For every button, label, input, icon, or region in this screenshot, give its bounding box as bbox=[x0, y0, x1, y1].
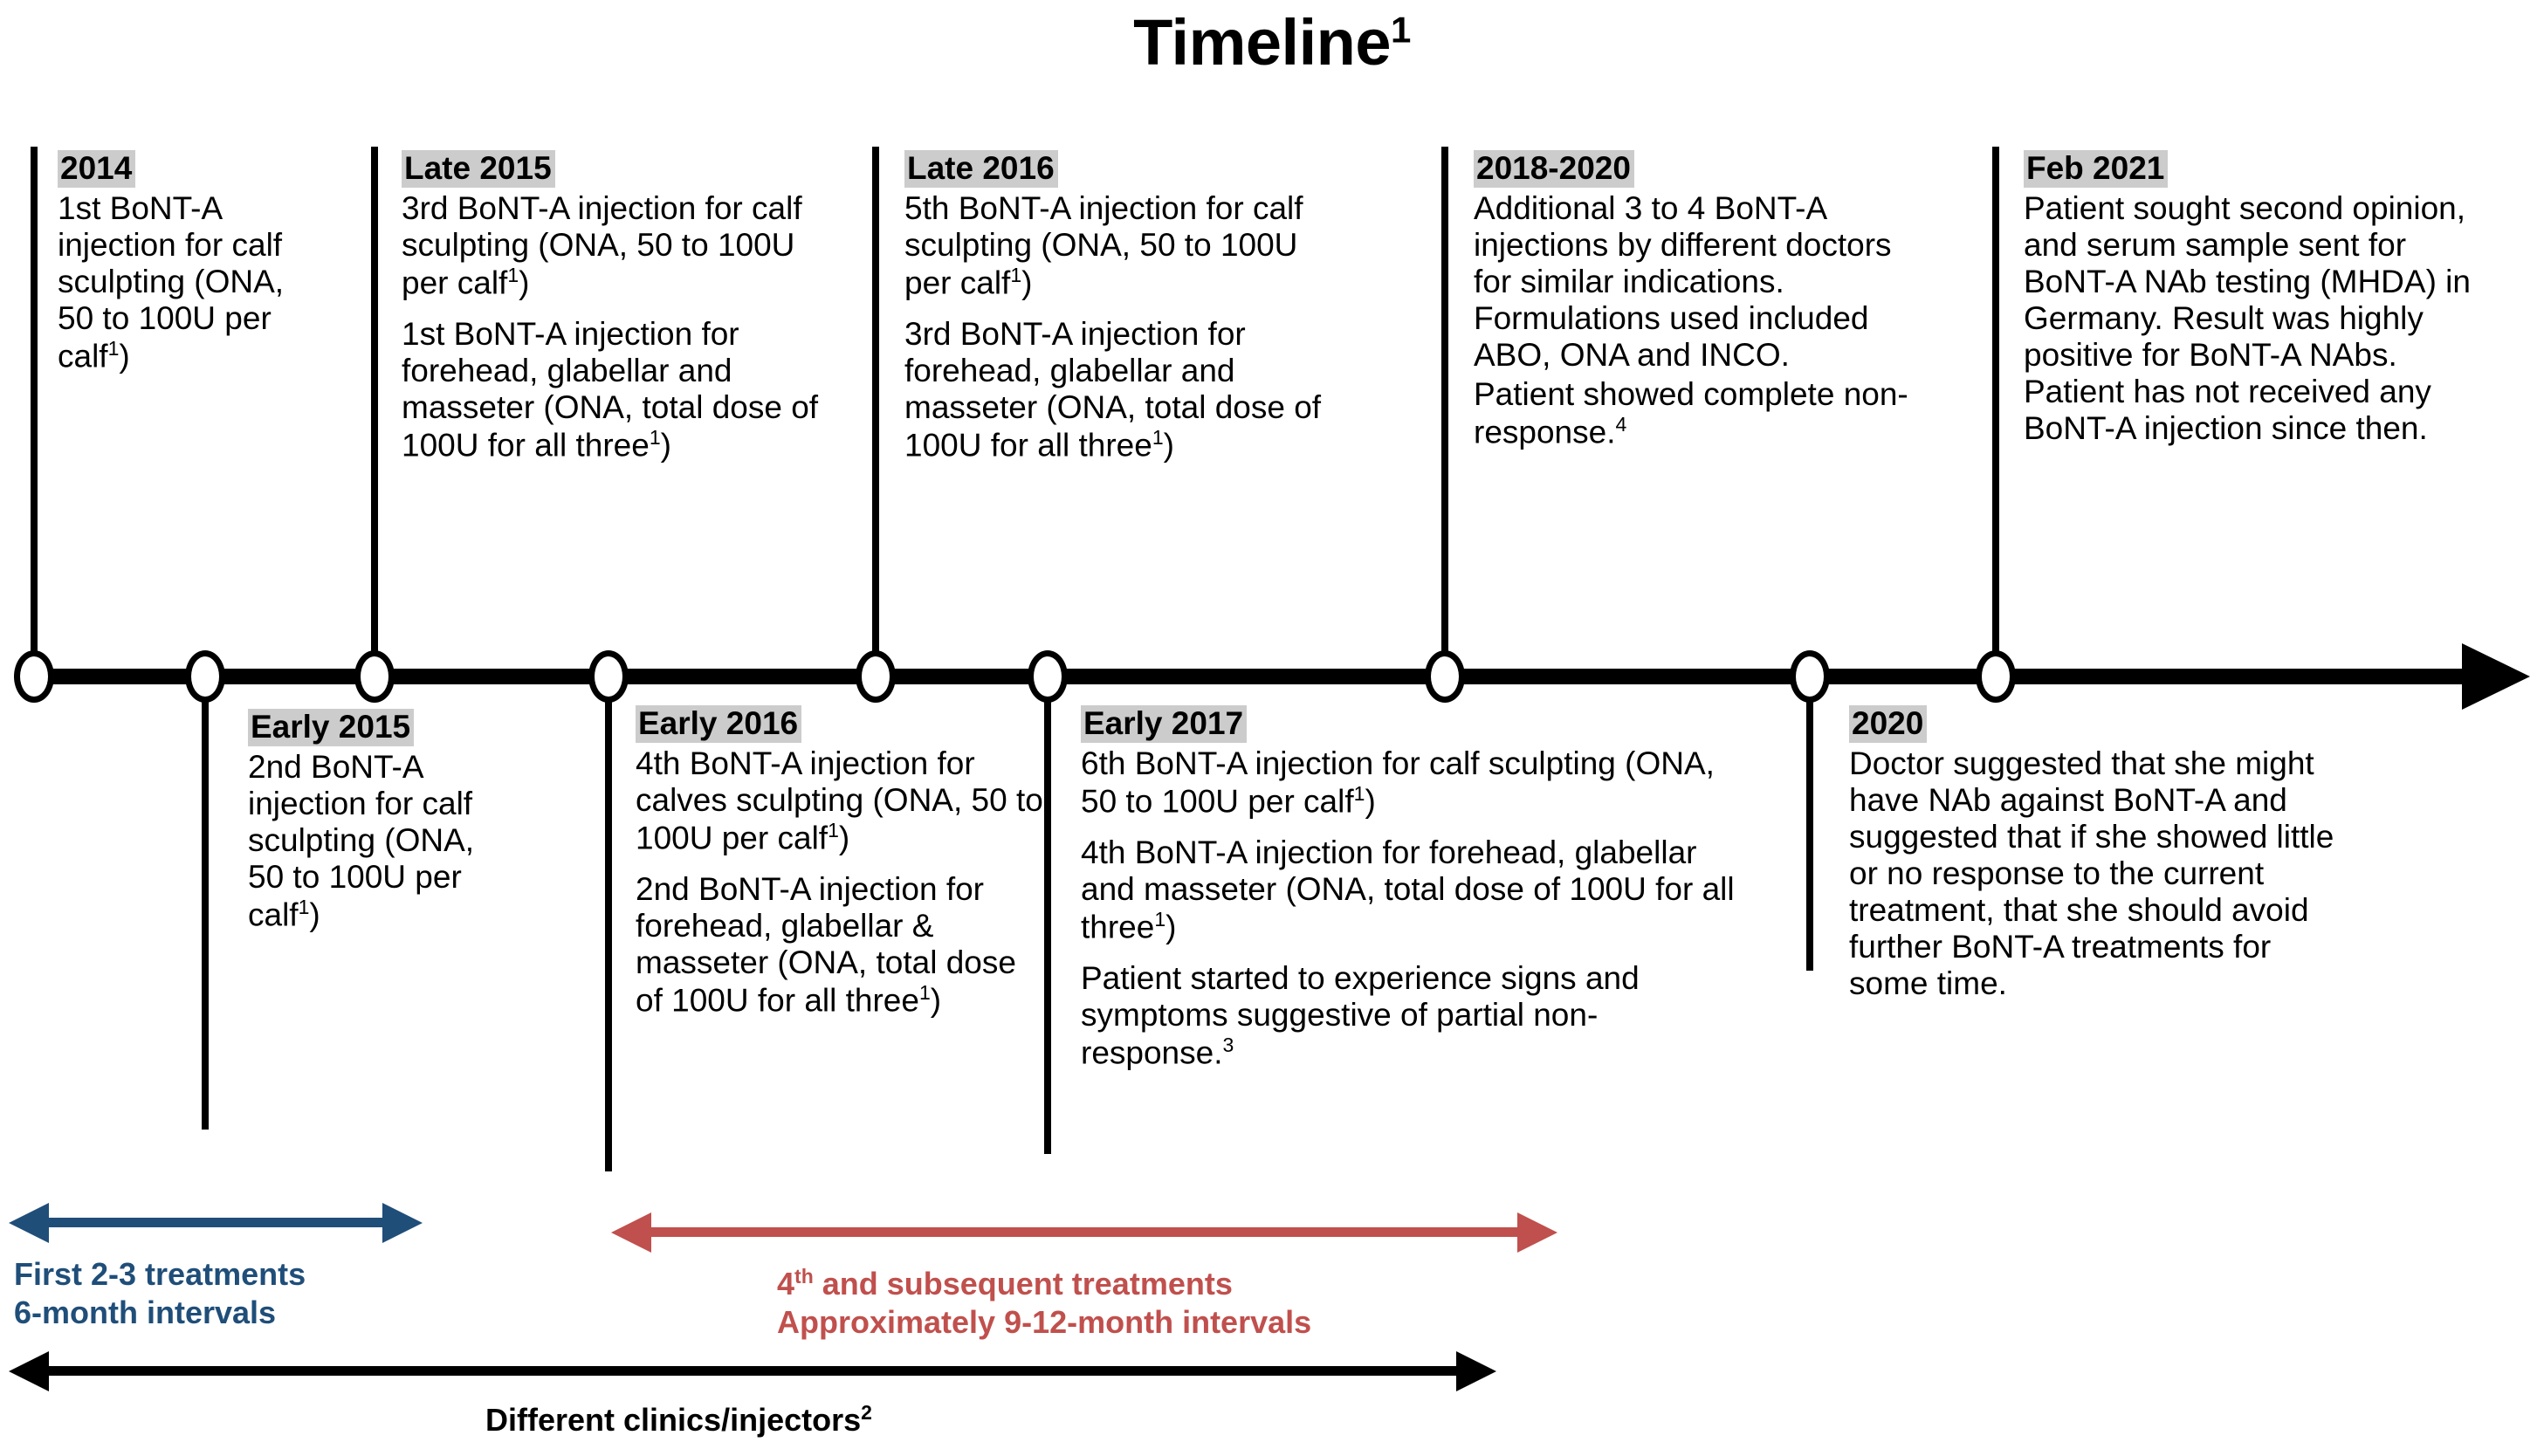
bracket-blue-label-line2: 6-month intervals bbox=[14, 1295, 277, 1331]
event-feb-2021: Feb 2021 Patient sought second opinion, … bbox=[2024, 150, 2495, 447]
event-body-text: Patient started to experience signs and … bbox=[1081, 960, 1640, 1071]
event-2014: 2014 1st BoNT-A injection for calf sculp… bbox=[58, 150, 320, 374]
event-early-2017: Early 2017 6th BoNT-A injection for calf… bbox=[1081, 705, 1744, 1072]
event-body-text: Patient showed complete non-response.4 bbox=[1474, 375, 1908, 450]
event-year-label: Early 2016 bbox=[636, 705, 802, 743]
bracket-blue-right-arrow-icon bbox=[382, 1203, 423, 1243]
event-body-text: Additional 3 to 4 BoNT-A injections by d… bbox=[1474, 189, 1892, 373]
stem-late-2016 bbox=[872, 147, 879, 670]
bracket-blue-label: First 2-3 treatments 6-month intervals bbox=[14, 1255, 306, 1333]
event-year-label: Feb 2021 bbox=[2024, 150, 2169, 188]
event-body-text: Doctor suggested that she might have NAb… bbox=[1849, 745, 2334, 1001]
timeline-axis-arrowhead-icon bbox=[2462, 643, 2530, 710]
event-late-2015: Late 2015 3rd BoNT-A injection for calf … bbox=[402, 150, 821, 464]
event-late-2016: Late 2016 5th BoNT-A injection for calf … bbox=[904, 150, 1324, 464]
event-2020: 2020 Doctor suggested that she might hav… bbox=[1849, 705, 2338, 1002]
page-title-text: Timeline bbox=[1133, 6, 1391, 79]
bracket-red-label-line2: Approximately 9-12-month intervals bbox=[777, 1304, 1312, 1341]
event-year-label: 2014 bbox=[58, 150, 136, 188]
stem-early-2015 bbox=[202, 683, 209, 1130]
event-early-2016: Early 2016 4th BoNT-A injection for calv… bbox=[636, 705, 1046, 1019]
timeline-node-early-2015[interactable] bbox=[185, 650, 225, 703]
timeline-node-2018-2020[interactable] bbox=[1425, 650, 1465, 703]
event-body-text: 2nd BoNT-A injection for calf sculpting … bbox=[248, 748, 475, 933]
stem-late-2015 bbox=[371, 147, 378, 670]
bracket-black-line bbox=[42, 1366, 1456, 1376]
stem-early-2016 bbox=[605, 683, 612, 1171]
timeline-node-late-2015[interactable] bbox=[354, 650, 395, 703]
page-title-superscript: 1 bbox=[1391, 9, 1411, 51]
event-year-label: Late 2015 bbox=[402, 150, 555, 188]
bracket-red-label-line1: 4th and subsequent treatments bbox=[777, 1265, 1233, 1301]
event-body-text: 3rd BoNT-A injection for forehead, glabe… bbox=[904, 316, 1322, 464]
stem-2014 bbox=[31, 147, 38, 670]
timeline-node-early-2017[interactable] bbox=[1028, 650, 1068, 703]
event-body-text: 4th BoNT-A injection for calves sculptin… bbox=[636, 745, 1043, 856]
bracket-blue-line bbox=[42, 1218, 382, 1227]
stem-early-2017 bbox=[1044, 683, 1051, 1154]
bracket-blue-left-arrow-icon bbox=[9, 1203, 49, 1243]
bracket-black-label-text: Different clinics/injectors bbox=[485, 1402, 862, 1438]
event-body-text: 6th BoNT-A injection for calf sculpting … bbox=[1081, 745, 1715, 820]
event-2018-2020: 2018-2020 Additional 3 to 4 BoNT-A injec… bbox=[1474, 150, 1928, 450]
bracket-black-label: Different clinics/injectors2 bbox=[485, 1401, 872, 1438]
stem-feb-2021 bbox=[1992, 147, 1999, 670]
event-year-label: 2018-2020 bbox=[1474, 150, 1634, 188]
event-year-label: 2020 bbox=[1849, 705, 1928, 743]
timeline-node-feb-2021[interactable] bbox=[1976, 650, 2016, 703]
event-body-text: Patient sought second opinion, and serum… bbox=[2024, 189, 2471, 446]
bracket-red-right-arrow-icon bbox=[1517, 1212, 1557, 1253]
bracket-blue-label-line1: First 2-3 treatments bbox=[14, 1256, 306, 1292]
event-early-2015: Early 2015 2nd BoNT-A injection for calf… bbox=[248, 709, 510, 933]
stem-2020 bbox=[1806, 683, 1813, 971]
event-body-text: 5th BoNT-A injection for calf sculpting … bbox=[904, 189, 1303, 301]
page-title: Timeline1 bbox=[0, 5, 2544, 79]
timeline-node-2014[interactable] bbox=[14, 650, 54, 703]
timeline-node-2020[interactable] bbox=[1790, 650, 1830, 703]
event-body-text: 3rd BoNT-A injection for calf sculpting … bbox=[402, 189, 802, 301]
event-body-text: 4th BoNT-A injection for forehead, glabe… bbox=[1081, 834, 1735, 945]
stem-2018-2020 bbox=[1441, 147, 1448, 670]
timeline-node-early-2016[interactable] bbox=[588, 650, 629, 703]
bracket-red-label: 4th and subsequent treatments Approximat… bbox=[777, 1264, 1311, 1343]
bracket-red-line bbox=[644, 1227, 1517, 1237]
event-body-text: 1st BoNT-A injection for forehead, glabe… bbox=[402, 316, 819, 464]
timeline-node-late-2016[interactable] bbox=[856, 650, 896, 703]
bracket-black-right-arrow-icon bbox=[1456, 1351, 1496, 1391]
event-body-text: 2nd BoNT-A injection for forehead, glabe… bbox=[636, 871, 1016, 1019]
event-year-label: Late 2016 bbox=[904, 150, 1058, 188]
bracket-red-left-arrow-icon bbox=[611, 1212, 651, 1253]
event-body-text: 1st BoNT-A injection for calf sculpting … bbox=[58, 189, 285, 374]
bracket-black-left-arrow-icon bbox=[9, 1351, 49, 1391]
event-year-label: Early 2015 bbox=[248, 709, 415, 746]
timeline-axis bbox=[16, 669, 2478, 684]
event-year-label: Early 2017 bbox=[1081, 705, 1248, 743]
